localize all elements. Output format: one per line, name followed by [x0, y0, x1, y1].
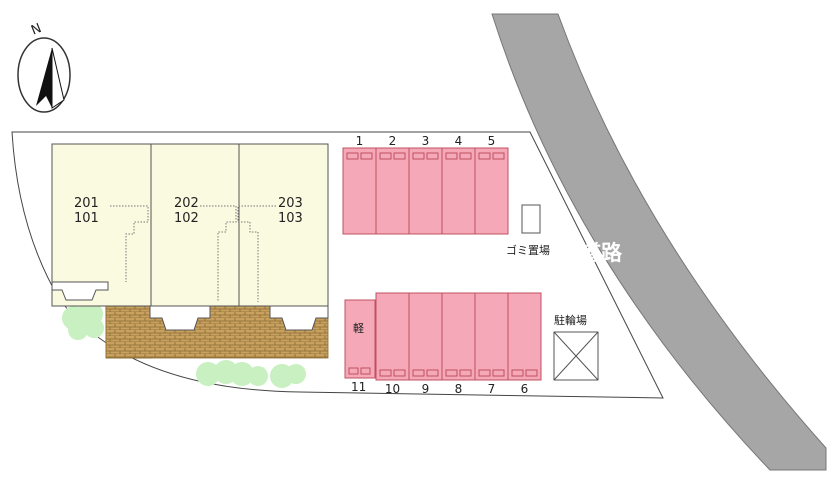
- parking-space-2: 2: [375, 134, 410, 235]
- building-unit-labels: 201 101 202 102 203 103: [74, 196, 303, 226]
- road-label: 道路: [580, 241, 623, 265]
- road: [491, 13, 827, 471]
- kei-car-mark: 軽: [353, 322, 364, 335]
- parking-space-1-number: 1: [356, 134, 364, 148]
- unit-102-label: 102: [174, 211, 199, 226]
- parking-space-8-number: 8: [455, 382, 463, 396]
- garbage-area: ゴミ置場: [506, 204, 550, 257]
- parking-space-4: 4: [441, 134, 476, 235]
- parking-space-7-number: 7: [488, 382, 496, 396]
- parking-space-11-number: 11: [351, 380, 366, 394]
- parking-space-3-number: 3: [422, 134, 430, 148]
- parking-row-bottom: 10 9 8 7 6: [375, 292, 542, 396]
- parking-space-7: 7: [474, 292, 509, 396]
- parking-space-5: 5: [474, 134, 509, 235]
- apartment-building: 201 101 202 102 203 103: [51, 143, 329, 331]
- parking-space-11: 軽 11: [344, 299, 376, 394]
- parking-space-3: 3: [408, 134, 443, 235]
- parking-space-10: 10: [375, 292, 410, 396]
- north-arrow: N: [17, 21, 71, 113]
- unit-201-label: 201: [74, 196, 99, 211]
- parking-row-top: 1 2 3 4 5: [342, 134, 509, 235]
- north-label: N: [29, 21, 44, 39]
- parking-space-4-number: 4: [455, 134, 463, 148]
- garbage-area-label: ゴミ置場: [506, 243, 550, 257]
- bicycle-parking: 駐輪場: [553, 313, 599, 381]
- unit-203-label: 203: [278, 196, 303, 211]
- bicycle-parking-label: 駐輪場: [554, 313, 587, 327]
- parking-space-9-number: 9: [422, 382, 430, 396]
- unit-202-label: 202: [174, 196, 199, 211]
- unit-101-label: 101: [74, 211, 99, 226]
- greenery: [62, 301, 306, 388]
- parking-space-10-number: 10: [385, 382, 400, 396]
- brick-paving: [105, 281, 329, 359]
- unit-103-label: 103: [278, 211, 303, 226]
- parking-space-9: 9: [408, 292, 443, 396]
- parking-space-5-number: 5: [488, 134, 496, 148]
- parking-space-6-number: 6: [521, 382, 529, 396]
- parking-space-1: 1: [342, 134, 377, 235]
- parking-space-2-number: 2: [389, 134, 397, 148]
- parking-space-6: 6: [507, 292, 542, 396]
